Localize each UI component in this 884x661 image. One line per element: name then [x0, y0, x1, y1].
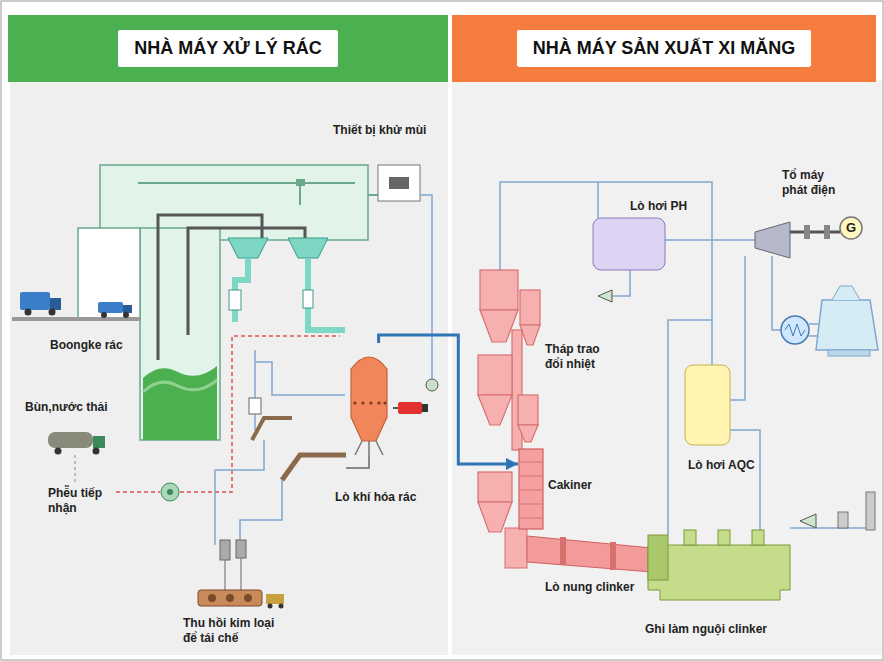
waste-building — [78, 165, 368, 440]
header-band: NHÀ MÁY SẢN XUẤT XI MĂNG — [452, 15, 876, 82]
equipment-label: Bùn,nước thải — [25, 400, 108, 415]
flow-arrow — [379, 335, 518, 464]
equipment-label: Lò hơi PH — [630, 199, 687, 214]
equipment-label: Cakiner — [548, 478, 592, 492]
left-ground — [10, 80, 448, 655]
equipment-label: Thu hồi kim loại để tái chế — [183, 616, 291, 646]
calciner-shape — [518, 448, 544, 530]
equipment-label: Tổ máy phát điện — [782, 168, 844, 198]
equipment-label: Lò khí hóa rác — [335, 490, 416, 504]
condenser-cooling — [781, 286, 878, 356]
header-band: NHÀ MÁY XỬ LÝ RÁC — [8, 15, 448, 82]
cement-pipes — [500, 182, 868, 535]
calciner: Cakiner — [518, 448, 544, 530]
ph-boiler — [593, 218, 665, 270]
plant-panel: NHÀ MÁY SẢN XUẤT XI MĂNG Cakiner — [452, 10, 876, 655]
generator-letter: G — [841, 220, 861, 236]
equipment-label: Lò nung clinker — [545, 580, 634, 595]
sludge-feed — [116, 336, 340, 501]
equipment-label: Tháp trao đổi nhiệt — [545, 342, 611, 372]
gasifier-shape — [345, 343, 393, 455]
equipment-label: Lò hơi AQC — [688, 458, 755, 473]
rotary-kiln — [505, 528, 652, 572]
equipment-label: Thiết bị khử mùi — [333, 123, 426, 138]
panel-heading: NHÀ MÁY XỬ LÝ RÁC — [118, 30, 338, 67]
turbine-generator — [755, 217, 862, 258]
equipment-label: Boongke rác — [50, 338, 123, 353]
deodoriser — [368, 165, 438, 391]
gasifier-auxiliaries — [198, 350, 428, 609]
aqc-boiler — [685, 365, 730, 445]
right-ground — [452, 80, 882, 655]
trucks — [12, 292, 140, 482]
equipment-label: Ghi làm nguội clinker — [645, 622, 767, 637]
clinker-cooler — [648, 530, 790, 600]
panel-heading: NHÀ MÁY SẢN XUẤT XI MĂNG — [517, 30, 812, 67]
equipment-label: Phễu tiếp nhận — [48, 486, 114, 516]
gasifier: Lò khí hóa rác — [345, 343, 393, 455]
plant-panel: NHÀ MÁY XỬ LÝ RÁC Lò khí hóa rác — [8, 10, 448, 655]
